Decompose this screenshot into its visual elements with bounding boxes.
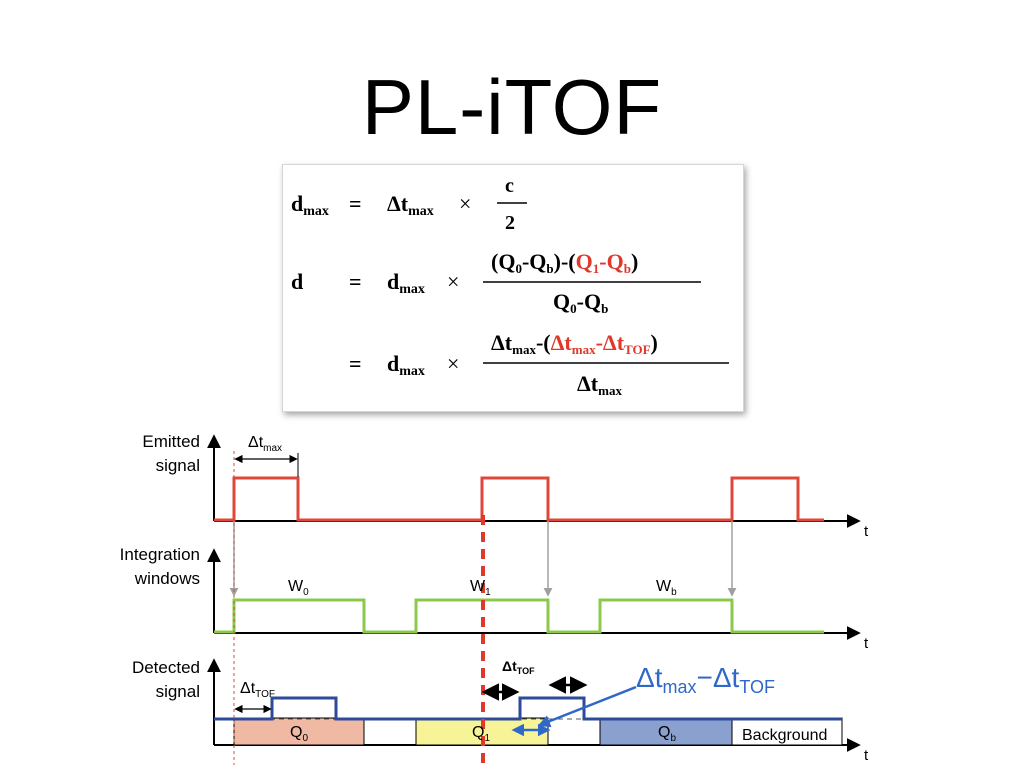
formula-box: dmax = Δtmax × c 2 d = dmax × (Q0-Qb)-(Q… (282, 164, 744, 412)
integration-windows-trace (214, 598, 824, 634)
t-label-detected: t (864, 747, 869, 764)
detected-label-line1: Detected (132, 658, 200, 677)
timing-diagram: Emitted signal Integration windows Detec… (120, 432, 869, 768)
f1-num-c: c (505, 175, 514, 197)
background-label: Background (742, 727, 827, 744)
q0-label: Q0 (290, 724, 308, 744)
slide-title: PL-iTOF (361, 63, 663, 151)
f3-times: × (447, 351, 459, 376)
f2-numerator: (Q0-Qb)-(Q1-Qb) (491, 249, 638, 276)
f3-dmax: dmax (387, 351, 425, 379)
w1-label: W1 (470, 578, 491, 598)
detected-label-line2: signal (156, 682, 200, 701)
integration-label-line1: Integration (120, 545, 200, 564)
detected-signal-trace (214, 696, 842, 721)
emitted-label-line2: signal (156, 456, 200, 475)
f3-eq: = (349, 351, 362, 376)
annotation-label: Δtmax−ΔtTOF (636, 662, 775, 697)
dttof2-label: ΔtTOF (502, 658, 535, 676)
q1-label: Q1 (472, 724, 490, 744)
f1-den-2: 2 (505, 212, 515, 234)
f1-dtmax: Δtmax (387, 191, 434, 219)
f2-eq: = (349, 269, 362, 294)
dttof-label: ΔtTOF (240, 680, 275, 700)
emitted-signal-trace (214, 476, 824, 522)
w0-label: W0 (288, 578, 309, 598)
f3-denominator: Δtmax (577, 371, 622, 398)
f1-times: × (459, 191, 471, 216)
emitted-label-line1: Emitted (142, 432, 200, 451)
f1-lhs: dmax (291, 191, 329, 219)
t-label-emitted: t (864, 523, 869, 540)
annotation-pointer-arrow (537, 685, 637, 728)
background-area (731, 717, 843, 746)
integration-label-line2: windows (134, 569, 200, 588)
f3-numerator: Δtmax-(Δtmax-ΔtTOF) (491, 330, 658, 357)
wb-label: Wb (656, 578, 677, 598)
t-label-integration: t (864, 635, 869, 652)
qb-label: Qb (658, 724, 676, 744)
f2-dmax: dmax (387, 269, 425, 297)
formula-svg: dmax = Δtmax × c 2 d = dmax × (Q0-Qb)-(Q… (291, 175, 729, 398)
q0-area (233, 717, 365, 746)
f1-eq: = (349, 191, 362, 216)
dtmax-label: Δtmax (248, 434, 282, 454)
f2-lhs: d (291, 269, 303, 294)
f2-times: × (447, 269, 459, 294)
f2-denominator: Q0-Qb (553, 289, 608, 316)
